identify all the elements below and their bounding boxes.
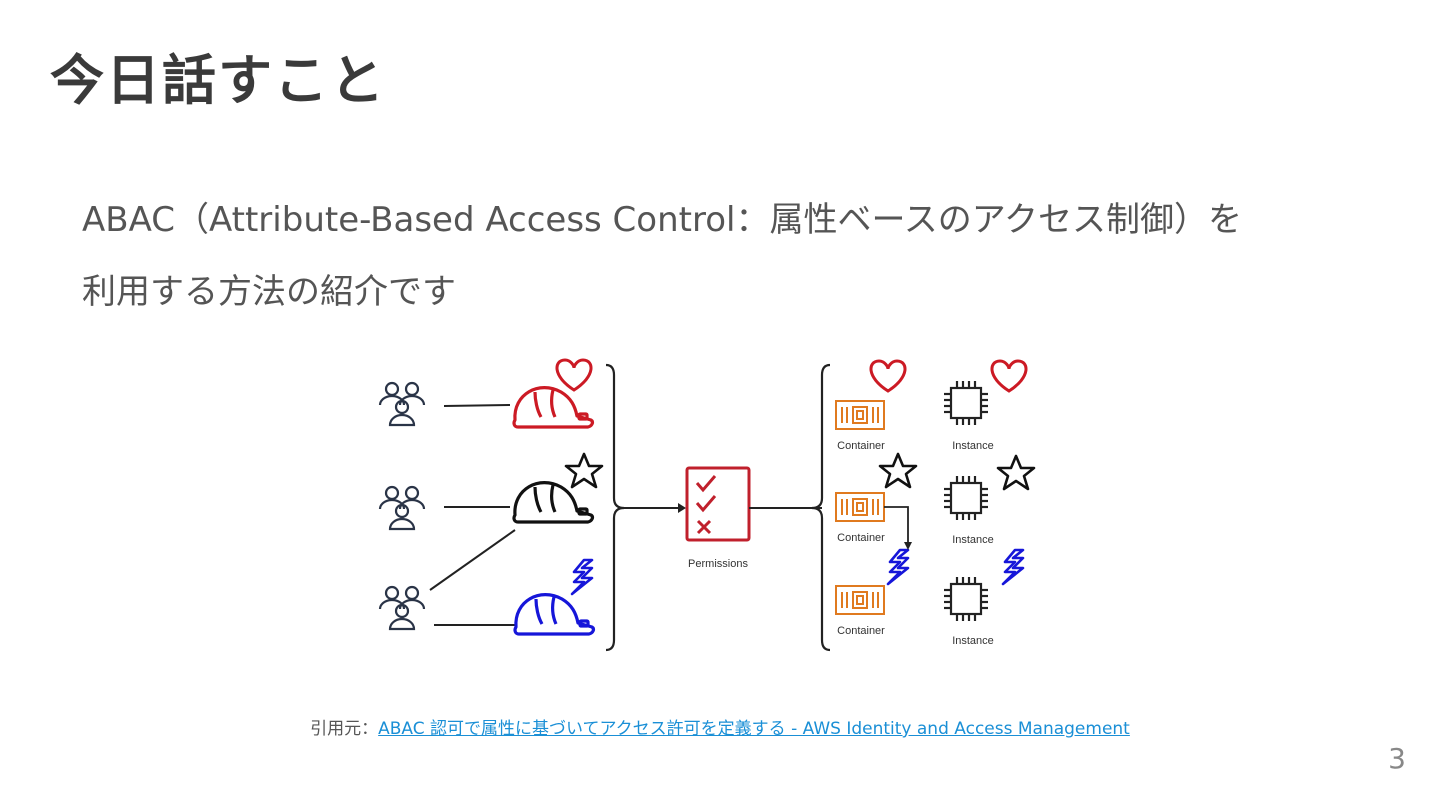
hard-hat-icon [512, 481, 595, 524]
instance-chip-icon [942, 379, 990, 427]
abac-diagram: Permissions Container Container Containe… [360, 350, 1050, 660]
hard-hat-icon [512, 386, 595, 429]
slide-body-text: ABAC（Attribute-Based Access Control：属性ベー… [82, 184, 1382, 328]
star-icon [996, 454, 1036, 491]
container-label: Container [837, 440, 885, 452]
users-icon [378, 585, 426, 631]
instance-chip-icon [942, 474, 990, 522]
page-number: 3 [1388, 742, 1406, 775]
roles-bracket [605, 363, 625, 652]
instance-label: Instance [952, 635, 994, 647]
resources-bracket [811, 363, 831, 652]
user-role-connectors [429, 404, 516, 626]
container-icon [835, 585, 885, 615]
slide-title: 今日話すこと [50, 49, 386, 112]
instance-chip-icon [942, 575, 990, 623]
permissions-checklist-icon [685, 466, 751, 542]
heart-icon [555, 358, 593, 392]
lightning-icon [570, 558, 594, 596]
container-retag-arrow [884, 506, 909, 544]
heart-icon [869, 359, 907, 393]
citation-link[interactable]: ABAC 認可で属性に基づいてアクセス許可を定義する - AWS Identit… [378, 719, 1130, 739]
users-icon [378, 485, 426, 531]
container-label: Container [837, 625, 885, 637]
body-line-1: ABAC（Attribute-Based Access Control：属性ベー… [82, 200, 1243, 240]
star-icon [564, 452, 604, 489]
citation: 引用元：ABAC 認可で属性に基づいてアクセス許可を定義する - AWS Ide… [0, 714, 1440, 739]
lightning-icon [1001, 548, 1025, 586]
lightning-icon [886, 548, 910, 586]
container-icon [835, 492, 885, 522]
instance-label: Instance [952, 534, 994, 546]
permissions-label: Permissions [688, 558, 748, 570]
container-label: Container [837, 532, 885, 544]
container-icon [835, 400, 885, 430]
citation-prefix: 引用元： [310, 719, 379, 739]
hard-hat-icon [513, 593, 596, 636]
users-icon [378, 381, 426, 427]
heart-icon [990, 359, 1028, 393]
instance-label: Instance [952, 440, 994, 452]
body-line-2: 利用する方法の紹介です [82, 272, 456, 312]
star-icon [878, 452, 918, 489]
